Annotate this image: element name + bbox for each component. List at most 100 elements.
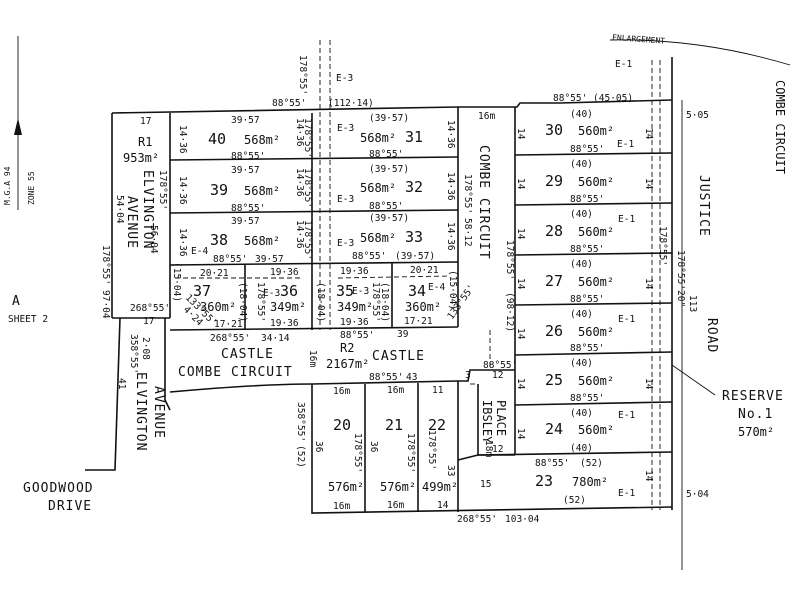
dim-label: 88°55' — [570, 144, 604, 155]
dim-label: 14 — [643, 178, 654, 190]
dim-label: 268°55' — [210, 333, 250, 344]
easement-label: E-1 — [618, 410, 635, 421]
dim-label: (39·57) — [395, 251, 435, 262]
east-block-lots: 30 560m² 29 560m² 28 560m² 27 560m² 26 5… — [535, 121, 614, 490]
easement-label: E-4 — [428, 282, 445, 293]
easement-label: E-1 — [617, 139, 634, 150]
dim-label: 43 — [406, 372, 417, 383]
dim-label: (40) — [570, 408, 593, 419]
datum-label: M.G.A 94 — [3, 166, 12, 205]
dim-label: (40) — [570, 309, 593, 320]
dim-label: 15 — [480, 479, 491, 490]
dim-label: 178°55' — [302, 168, 313, 208]
easement-label: E-1 — [618, 314, 635, 325]
dim-label: 88°55' — [535, 458, 569, 469]
easement-label: E-3 — [263, 288, 280, 299]
lot-number: 30 — [545, 121, 563, 139]
lot-area: 360m² — [405, 300, 441, 314]
dim-label: 178°55' — [302, 118, 313, 158]
south-lot-lines — [364, 381, 479, 513]
justice-road-line1: JUSTICE — [696, 175, 711, 237]
dim-label: 41 — [116, 378, 127, 390]
lot-area: 560m² — [578, 423, 614, 437]
sheet-ref-letter: A — [12, 294, 21, 309]
dim-label: 14 — [515, 178, 526, 190]
dim-label: 17·21 — [404, 316, 433, 327]
lot-area: 560m² — [578, 225, 614, 239]
dim-label: 178°55' — [302, 220, 313, 260]
dim-label: (18·04) — [315, 282, 326, 322]
enlargement-label: ENLARGEMENT — [612, 33, 666, 46]
castle-combe-circuit-line2: COMBE CIRCUIT — [178, 365, 293, 380]
lot-number: 23 — [535, 472, 553, 490]
dim-label: 14·36 — [445, 222, 456, 251]
lot-number: 35 — [336, 282, 354, 300]
lot-number: 24 — [545, 420, 563, 438]
east-lot-lines — [470, 60, 673, 510]
lot-number: 27 — [545, 272, 563, 290]
south-block-lots: 20 576m² 21 576m² 22 499m² — [328, 416, 458, 494]
lot-area: 560m² — [578, 275, 614, 289]
dim-label: (39·57) — [369, 113, 409, 124]
dim-label: 16m — [387, 500, 404, 511]
dim-label: 88°55' — [213, 254, 247, 265]
dim-label: 19·36 — [340, 317, 369, 328]
zone-label: ZONE 55 — [27, 171, 36, 205]
justice-road-line2: ROAD — [704, 318, 719, 353]
dim-label: 2·08 — [140, 337, 151, 360]
dim-label: 16m — [333, 501, 350, 512]
lot-area: 560m² — [578, 325, 614, 339]
lot-number: 33 — [405, 228, 423, 246]
lot-number: 32 — [405, 178, 423, 196]
reserve-1-line1: RESERVE — [722, 389, 784, 404]
dim-label: 88°55' — [369, 201, 403, 212]
lot-number: 22 — [428, 416, 446, 434]
west-lot-lines — [169, 40, 459, 330]
dim-label: 12 — [492, 370, 503, 381]
lot-number: 20 — [333, 416, 351, 434]
lot-area: 568m² — [360, 231, 396, 245]
dim-label: 178°55' — [255, 282, 266, 322]
reserve-pointer — [671, 364, 716, 396]
dim-label: 39·57 — [255, 254, 284, 265]
reserve-r1-label: R1 — [138, 135, 152, 149]
lot-area: 560m² — [578, 374, 614, 388]
dim-label: 88°55' — [272, 98, 306, 109]
sheet-ref-text: SHEET 2 — [8, 314, 48, 325]
lot-area: 349m² — [270, 300, 306, 314]
dim-label: 178°55' — [352, 433, 363, 473]
dim-label: 14 — [515, 228, 526, 240]
easements: E-3 E-3 E-3 E-3 E-3 E-3 E-4 E-4 E-1 E-1 … — [191, 59, 635, 499]
dim-label: 88°55' — [483, 360, 517, 371]
combe-circuit-label: COMBE CIRCUIT — [476, 145, 491, 260]
castle-combe-circuit-line1: CASTLE — [221, 347, 274, 362]
dim-label: 88°55' — [231, 151, 265, 162]
elvington-avenue-upper-1: ELVINGTON — [140, 170, 155, 249]
dim-label: 39·57 — [231, 115, 260, 126]
dim-label: 14·36 — [294, 118, 305, 147]
dim-label: 14 — [515, 328, 526, 340]
dim-label: 14 — [437, 500, 449, 511]
dim-label: 88°55' (45·05) — [553, 93, 633, 104]
lot-number: 25 — [545, 371, 563, 389]
dim-label: 178°55' — [504, 240, 515, 280]
dim-label: 88°55' — [570, 194, 604, 205]
dim-label: 14 — [515, 278, 526, 290]
dim-label: 19·36 — [270, 267, 299, 278]
dim-label: (52) — [563, 495, 586, 506]
dim-label: (52) — [580, 458, 603, 469]
lot-number: 26 — [545, 322, 563, 340]
dim-label: 88°55' — [369, 149, 403, 160]
dimensions: 88°55' (112·14) 88°55' (45·05) 5·05 16m … — [100, 55, 709, 525]
easement-label: E-1 — [618, 214, 635, 225]
dim-label: 16m — [387, 385, 404, 396]
dim-label: 14·36 — [445, 120, 456, 149]
dim-label: 17·21 — [214, 319, 243, 330]
dim-label: 88°55' — [570, 343, 604, 354]
lot-area: 568m² — [244, 184, 280, 198]
ibsley-place-line2: PLACE — [494, 400, 508, 436]
dim-label: 178°55' — [405, 433, 416, 473]
dim-label: 178°55' — [370, 282, 381, 322]
castle-label: CASTLE — [372, 349, 425, 364]
